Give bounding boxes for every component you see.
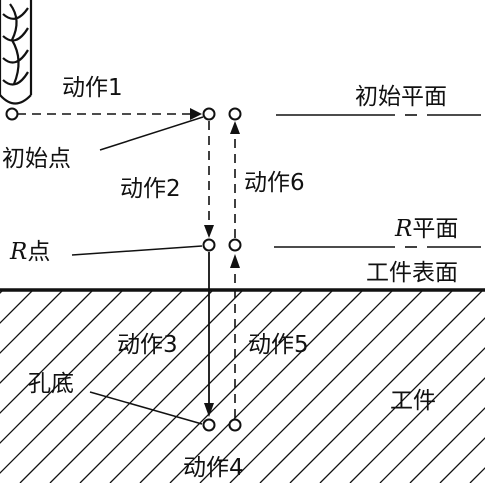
action5-label: 动作5 bbox=[248, 332, 309, 358]
workpiece-surface-label: 工件表面 bbox=[366, 260, 458, 286]
action1-arrowhead bbox=[190, 108, 202, 120]
action6-label: 动作6 bbox=[244, 170, 305, 196]
hole-bottom-marker bbox=[202, 418, 216, 432]
action5-arrowhead bbox=[230, 254, 240, 268]
r-point-return-marker bbox=[228, 238, 242, 252]
initial-point-return-marker bbox=[228, 107, 242, 121]
r-point-marker bbox=[202, 238, 216, 252]
initial-point-leader bbox=[99, 116, 204, 151]
initial-point-label: 初始点 bbox=[2, 146, 71, 172]
action3-label: 动作3 bbox=[117, 332, 178, 358]
drill-bit-icon bbox=[0, 0, 33, 105]
workpiece-label: 工件 bbox=[390, 388, 436, 414]
action2-arrowhead bbox=[204, 225, 214, 238]
action2-label: 动作2 bbox=[120, 176, 181, 202]
hole-bottom-return-marker bbox=[228, 418, 242, 432]
action1-label: 动作1 bbox=[62, 75, 123, 101]
hole-bottom-label: 孔底 bbox=[28, 371, 74, 397]
r-plane-label: R平面 bbox=[394, 216, 458, 242]
action6-arrowhead bbox=[230, 121, 240, 134]
workpiece-hatching bbox=[0, 290, 485, 483]
action3-arrowhead bbox=[204, 403, 214, 417]
initial-point-marker bbox=[202, 107, 216, 121]
tool-tip-point bbox=[5, 107, 19, 121]
hole-bottom-leader bbox=[89, 391, 203, 425]
r-point-leader bbox=[71, 245, 203, 256]
action4-label: 动作4 bbox=[183, 455, 244, 481]
initial-plane-label: 初始平面 bbox=[355, 84, 447, 110]
r-point-label: R点 bbox=[9, 239, 50, 265]
